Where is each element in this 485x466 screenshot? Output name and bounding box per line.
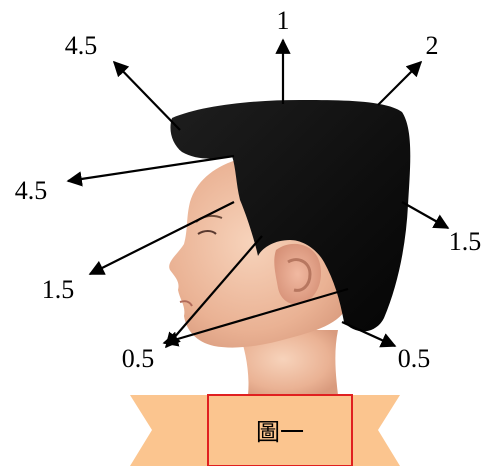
label-top: 1 [277, 6, 290, 35]
label-crown: 2 [426, 31, 439, 60]
arrow-crown [377, 60, 423, 106]
eye [197, 230, 217, 235]
lips [179, 300, 193, 307]
banner-box [207, 394, 353, 466]
arrow-sideburn [164, 235, 263, 349]
arrow-front-side [66, 154, 235, 187]
hair[interactable] [170, 100, 411, 332]
arrow-nape-right [341, 320, 397, 348]
label-side: 1.5 [42, 275, 75, 304]
arrow-nape-left [162, 287, 349, 347]
caption-banner: 圖一 [130, 394, 400, 466]
neck [238, 330, 338, 395]
caption-text: 圖一 [256, 418, 304, 446]
arrow-front-top [112, 60, 181, 131]
ear-inner [287, 258, 312, 292]
label-sideburn: 0.5 [122, 344, 155, 373]
label-front-top: 4.5 [65, 31, 98, 60]
arrow-back [401, 201, 450, 229]
ear [274, 243, 322, 305]
arrows [66, 38, 450, 349]
label-nape: 0.5 [398, 344, 431, 373]
label-front-side: 4.5 [15, 176, 48, 205]
label-back: 1.5 [449, 227, 482, 256]
arrow-side [88, 201, 235, 275]
